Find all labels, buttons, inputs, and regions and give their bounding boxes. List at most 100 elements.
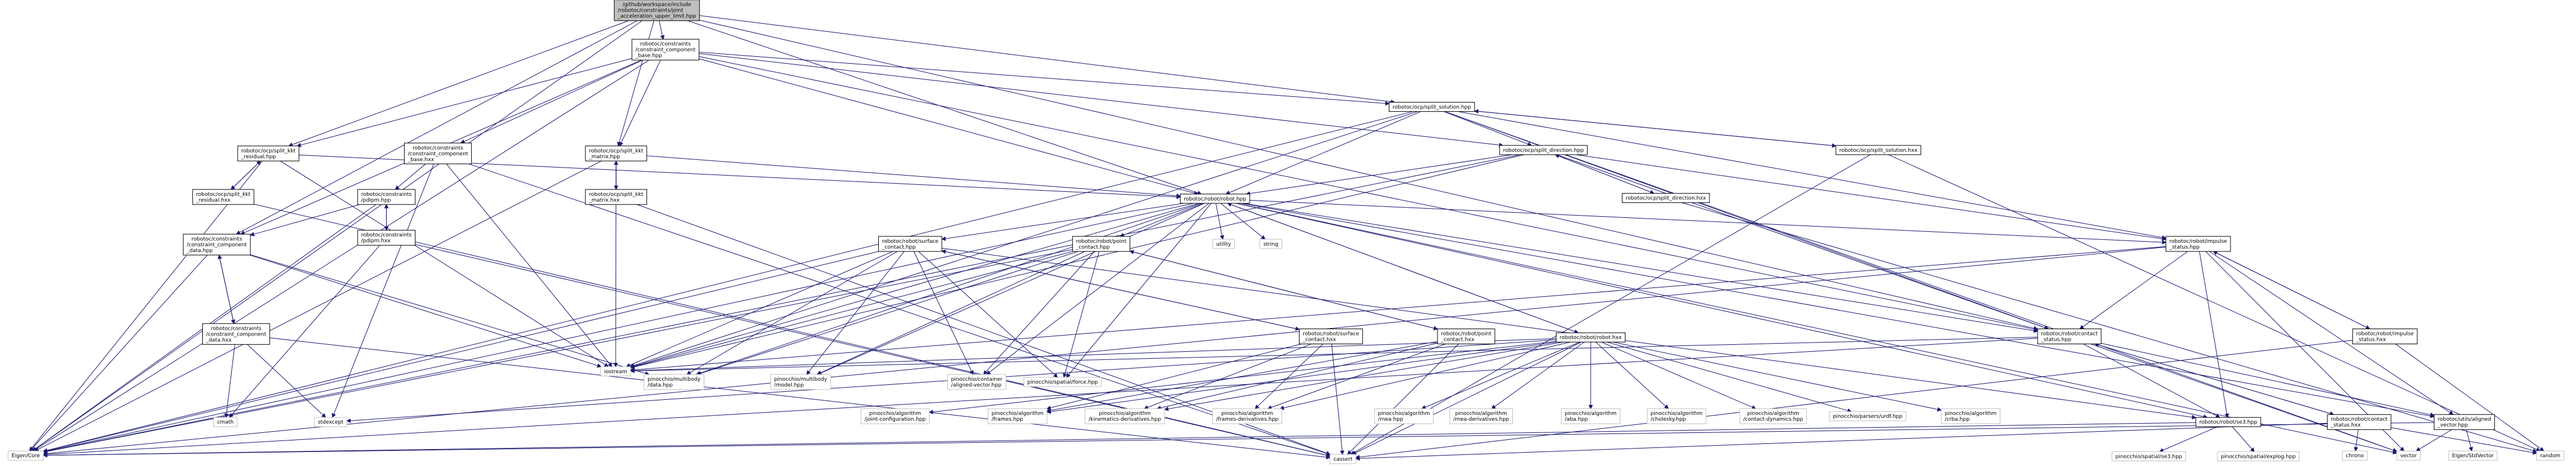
node-robot-hpp[interactable]: robotoc/robot/robot.hpp [1180, 194, 1250, 204]
node-pin-multibody-data: pinocchio/multibody/data.hpp [643, 374, 705, 390]
node-box [1449, 408, 1513, 424]
node-label: robotoc/robot/robot.hpp [1184, 196, 1246, 202]
node-box [1388, 101, 1475, 112]
node-pdipm-hxx[interactable]: robotoc/constraints/pdipm.hxx [357, 229, 416, 246]
node-kkt-residual-hxx[interactable]: robotoc/ocp/split_kkt_residual.hxx [192, 189, 254, 205]
node-box [1374, 408, 1434, 424]
node-label: robotoc/robot/robot.hxx [1560, 335, 1622, 341]
node-label: stdexcept [318, 420, 344, 425]
node-label: Eigen/StdVector [2452, 453, 2494, 459]
dependency-edge [231, 161, 261, 190]
node-pin-se3: pinocchio/spatial/se3.hpp [2112, 451, 2186, 461]
node-label: pinocchio/algorithm [1378, 411, 1430, 417]
dependency-edge [384, 203, 389, 231]
node-split-solution-hpp[interactable]: robotoc/ocp/split_solution.hpp [1388, 101, 1475, 112]
node-label: /constraint_component [187, 242, 247, 248]
node-split-direction-hxx[interactable]: robotoc/ocp/split_direction.hxx [1622, 193, 1710, 203]
dependency-edge [1227, 202, 1578, 333]
node-kkt-matrix-hxx[interactable]: robotoc/ocp/split_kkt_matrix.hxx [585, 189, 647, 205]
dependency-edge [619, 60, 661, 147]
node-label: robotoc/ocp/split_kkt [241, 148, 296, 154]
node-surface-contact-hpp[interactable]: robotoc/robot/surface_contact.hpp [878, 236, 943, 252]
node-label: /contact-dynamics.hpp [1743, 417, 1803, 422]
dependency-edge [983, 251, 1095, 375]
node-pdipm-hpp[interactable]: robotoc/constraints/pdipm.hpp [357, 189, 416, 205]
dependency-edge [332, 163, 434, 418]
node-label: _acceleration_upper_limit.hpp [617, 14, 696, 20]
dependency-edge [1163, 341, 1563, 411]
dependency-edge [247, 344, 326, 418]
node-label: /constraint_component [408, 151, 468, 157]
dependency-edge [646, 155, 1181, 198]
node-label: pinocchio/algorithm [1747, 411, 1799, 417]
node-se3-hpp[interactable]: robotoc/robot/se3.hpp [2195, 417, 2261, 427]
dependency-edge [1556, 154, 2049, 330]
node-root[interactable]: /github/workspace/include/robotoc/constr… [614, 0, 700, 21]
dependency-edge [929, 341, 1556, 414]
node-contact-status-hxx[interactable]: robotoc/robot/contact_status.hxx [2327, 414, 2392, 430]
dependency-edge [1595, 341, 1669, 409]
node-impulse-status-hpp[interactable]: robotoc/robot/impulse_status.hpp [2165, 236, 2231, 252]
node-label: _status.hxx [2356, 337, 2386, 343]
node-kkt-matrix-hpp[interactable]: robotoc/ocp/split_kkt_matrix.hpp [585, 145, 647, 162]
node-split-direction-hpp[interactable]: robotoc/ocp/split_direction.hpp [1499, 145, 1588, 155]
node-aligned-vector-hpp[interactable]: robotoc/utils/aligned_vector.hpp [2433, 414, 2495, 430]
dependency-edge [1046, 341, 1558, 414]
node-label: iostream [604, 369, 627, 375]
node-label: _contact.hxx [1302, 337, 1336, 343]
node-pin-aligned-vector: pinocchio/container/aligned-vector.hpp [947, 374, 1006, 390]
node-label: _contact.hpp [1075, 245, 1109, 250]
node-box [1212, 239, 1235, 249]
node-box [202, 323, 270, 345]
node-label: robotoc/constraints [191, 236, 242, 242]
node-box [183, 234, 251, 256]
dependency-edge [42, 422, 2435, 458]
node-box [1560, 408, 1621, 424]
node-point-contact-hpp[interactable]: robotoc/robot/point_contact.hpp [1072, 236, 1130, 252]
node-ccd-hpp[interactable]: robotoc/constraints/constraint_component… [183, 234, 251, 256]
dependency-edge [698, 52, 1390, 106]
node-box [192, 189, 254, 205]
dependency-edge [2101, 343, 2435, 417]
dependency-edge [224, 344, 235, 418]
node-box [2037, 328, 2102, 344]
node-robot-hxx[interactable]: robotoc/robot/robot.hxx [1556, 332, 1626, 343]
node-label: robotoc/ocp/split_solution.hpp [1392, 104, 1471, 110]
dependency-edge [288, 20, 629, 147]
node-contact-status-hpp[interactable]: robotoc/robot/contact_status.hpp [2037, 328, 2102, 344]
node-kkt-residual-hpp[interactable]: robotoc/ocp/split_kkt_residual.hpp [237, 145, 300, 162]
node-label: /aligned-vector.hpp [951, 382, 1002, 388]
node-box [1212, 408, 1282, 424]
dependency-edge [42, 338, 2038, 457]
node-split-solution-hxx[interactable]: robotoc/ocp/split_solution.hxx [1835, 145, 1922, 155]
node-label: /pdipm.hxx [361, 238, 391, 244]
node-label: /model.hpp [774, 382, 804, 388]
node-box [631, 39, 700, 61]
node-eigen-core: Eigen/Core [8, 450, 44, 461]
node-box [404, 143, 472, 165]
dependency-edge [31, 20, 643, 451]
node-impulse-status-hxx[interactable]: robotoc/robot/impulse_status.hxx [2352, 328, 2418, 344]
dependency-edge [1445, 111, 2397, 453]
node-ccb-hpp[interactable]: robotoc/constraints/constraint_component… [631, 39, 700, 61]
node-ccd-hxx[interactable]: robotoc/constraints/constraint_component… [202, 323, 270, 345]
dependency-edge [2079, 251, 2188, 330]
node-ccb-hxx[interactable]: robotoc/constraints/constraint_component… [404, 143, 472, 165]
dependency-edge [698, 53, 1504, 147]
node-box [878, 236, 943, 252]
node-box [314, 417, 347, 427]
node-pin-frames: pinocchio/algorithm/frames.hpp [988, 408, 1047, 424]
node-point-contact-hxx[interactable]: robotoc/robot/point_contact.hxx [1437, 328, 1496, 344]
dependency-edge [250, 254, 650, 376]
node-pin-multibody-model: pinocchio/multibody/model.hpp [770, 374, 831, 390]
dependency-edge [658, 20, 665, 40]
dependency-edge [249, 204, 360, 236]
node-label: pinocchio/algorithm [1221, 411, 1274, 417]
node-label: _matrix.hxx [588, 198, 620, 203]
node-surface-contact-hxx[interactable]: robotoc/robot/surface_contact.hxx [1298, 328, 1363, 344]
node-label: pinocchio/algorithm [992, 411, 1044, 417]
dependency-edge [1216, 203, 1224, 240]
node-box [1085, 408, 1165, 424]
node-box [2433, 414, 2495, 430]
node-label: /rnea.hpp [1378, 417, 1403, 422]
